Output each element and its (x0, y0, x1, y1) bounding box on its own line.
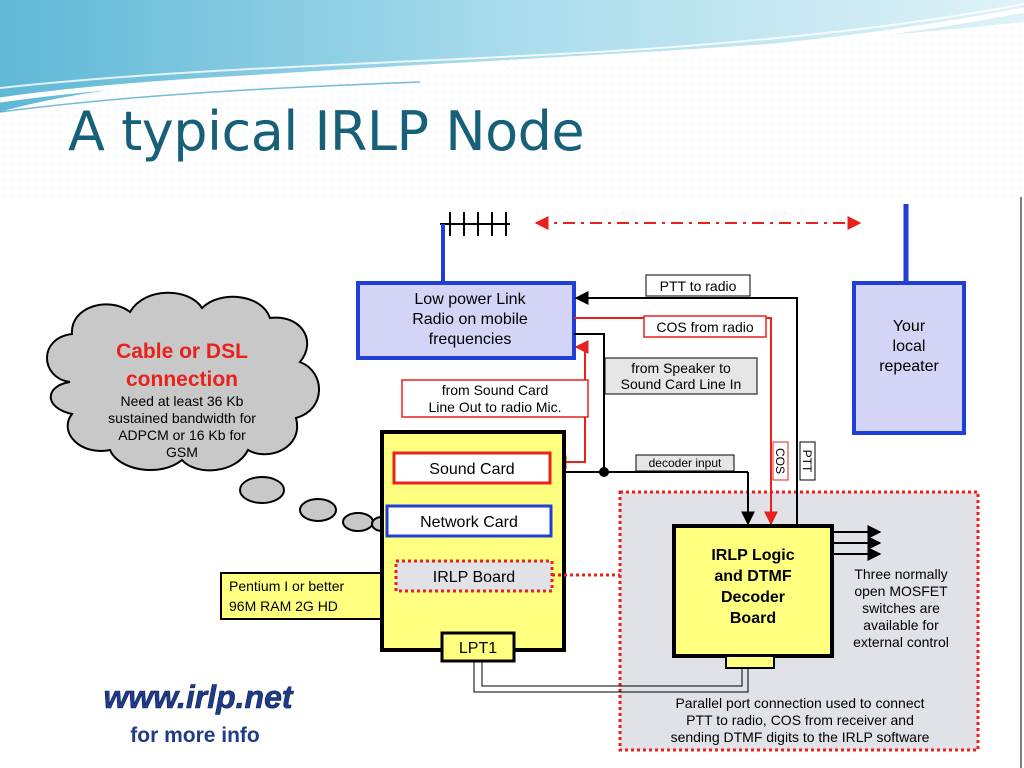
svg-text:PTT to radio: PTT to radio (660, 278, 737, 294)
svg-text:Sound Card: Sound Card (429, 461, 514, 478)
speaker-label: from Speaker to Sound Card Line In (604, 357, 758, 395)
decoder-input-label: decoder input (635, 454, 735, 472)
mosfet-line2: open MOSFET (854, 583, 948, 599)
cos-line (574, 317, 778, 526)
header-swoosh (0, 0, 1024, 200)
svg-text:from Sound Card: from Sound Card (442, 382, 549, 398)
svg-text:96M RAM 2G HD: 96M RAM 2G HD (229, 598, 338, 614)
cloud-title-line2: connection (126, 368, 238, 391)
mosfet-line1: Three normally (854, 566, 947, 582)
ptt-to-radio-label: PTT to radio (645, 274, 751, 297)
parallel-cable-outer (473, 661, 749, 693)
cos-vertical-label: COS (772, 441, 789, 481)
svg-text:Decoder: Decoder (721, 589, 785, 606)
svg-text:IRLP Logic: IRLP Logic (711, 547, 794, 564)
website-url: www.irlp.net (103, 679, 293, 715)
svg-text:Sound Card Line In: Sound Card Line In (621, 376, 742, 392)
parallel-cable-inner (481, 661, 743, 687)
svg-text:COS from radio: COS from radio (656, 319, 753, 335)
cloud-line3: ADPCM or 16 Kb for (118, 427, 246, 443)
speaker-line (574, 333, 605, 472)
cos-from-radio-label: COS from radio (643, 315, 767, 338)
ptt-vertical-label: PTT (799, 441, 816, 481)
soundcard-out-label: from Sound Card Line Out to radio Mic. (401, 379, 589, 418)
svg-text:frequencies: frequencies (429, 331, 512, 348)
svg-text:Your: Your (893, 318, 926, 335)
mosfet-line3: switches are (862, 600, 940, 616)
svg-text:Board: Board (730, 610, 776, 627)
parallel-line3: sending DTMF digits to the IRLP software (671, 729, 930, 745)
svg-text:repeater: repeater (879, 358, 939, 375)
parallel-line1: Parallel port connection used to connect (675, 695, 924, 711)
network-card-box: Network Card (385, 504, 553, 538)
svg-text:IRLP Board: IRLP Board (433, 569, 515, 586)
svg-text:Pentium I or better: Pentium I or better (229, 578, 345, 594)
pc-spec-label: Pentium I or better 96M RAM 2G HD (220, 572, 382, 620)
svg-text:and DTMF: and DTMF (714, 568, 792, 585)
svg-text:from Speaker to: from Speaker to (631, 360, 731, 376)
irlp-logic-board: IRLP Logic and DTMF Decoder Board (672, 524, 834, 669)
slide-title: A typical IRLP Node (68, 100, 585, 163)
website-more-info: for more info (130, 724, 260, 747)
parallel-line2: PTT to radio, COS from receiver and (686, 712, 914, 728)
yagi-antenna-icon (440, 212, 510, 282)
mosfet-line4: available for (863, 617, 939, 633)
svg-text:Radio on mobile: Radio on mobile (412, 311, 528, 328)
lpt1-box: LPT1 (440, 631, 516, 663)
svg-text:Network Card: Network Card (420, 514, 518, 531)
svg-text:COS: COS (773, 448, 787, 474)
mosfet-line5: external control (853, 634, 949, 650)
svg-text:local: local (893, 338, 926, 355)
cloud-line2: sustained bandwidth for (108, 410, 256, 426)
svg-text:LPT1: LPT1 (459, 640, 497, 657)
cloud-title-line1: Cable or DSL (116, 340, 248, 363)
svg-text:PTT: PTT (800, 450, 814, 473)
internet-cloud-icon (46, 291, 393, 532)
repeater-box: Your local repeater (852, 281, 966, 435)
sound-card-box: Sound Card (392, 451, 552, 485)
svg-text:decoder input: decoder input (649, 456, 722, 470)
junction-dot (599, 467, 609, 477)
ptt-line (574, 291, 798, 524)
svg-text:Low power Link: Low power Link (414, 291, 526, 308)
svg-text:Line Out to radio Mic.: Line Out to radio Mic. (428, 399, 561, 415)
cloud-line4: GSM (166, 444, 198, 460)
irlp-board-box: IRLP Board (394, 559, 554, 593)
irlp-diagram: Low power Link Radio on mobile frequenci… (0, 197, 1022, 768)
cloud-line1: Need at least 36 Kb (121, 393, 244, 409)
link-radio-box: Low power Link Radio on mobile frequenci… (356, 281, 576, 360)
